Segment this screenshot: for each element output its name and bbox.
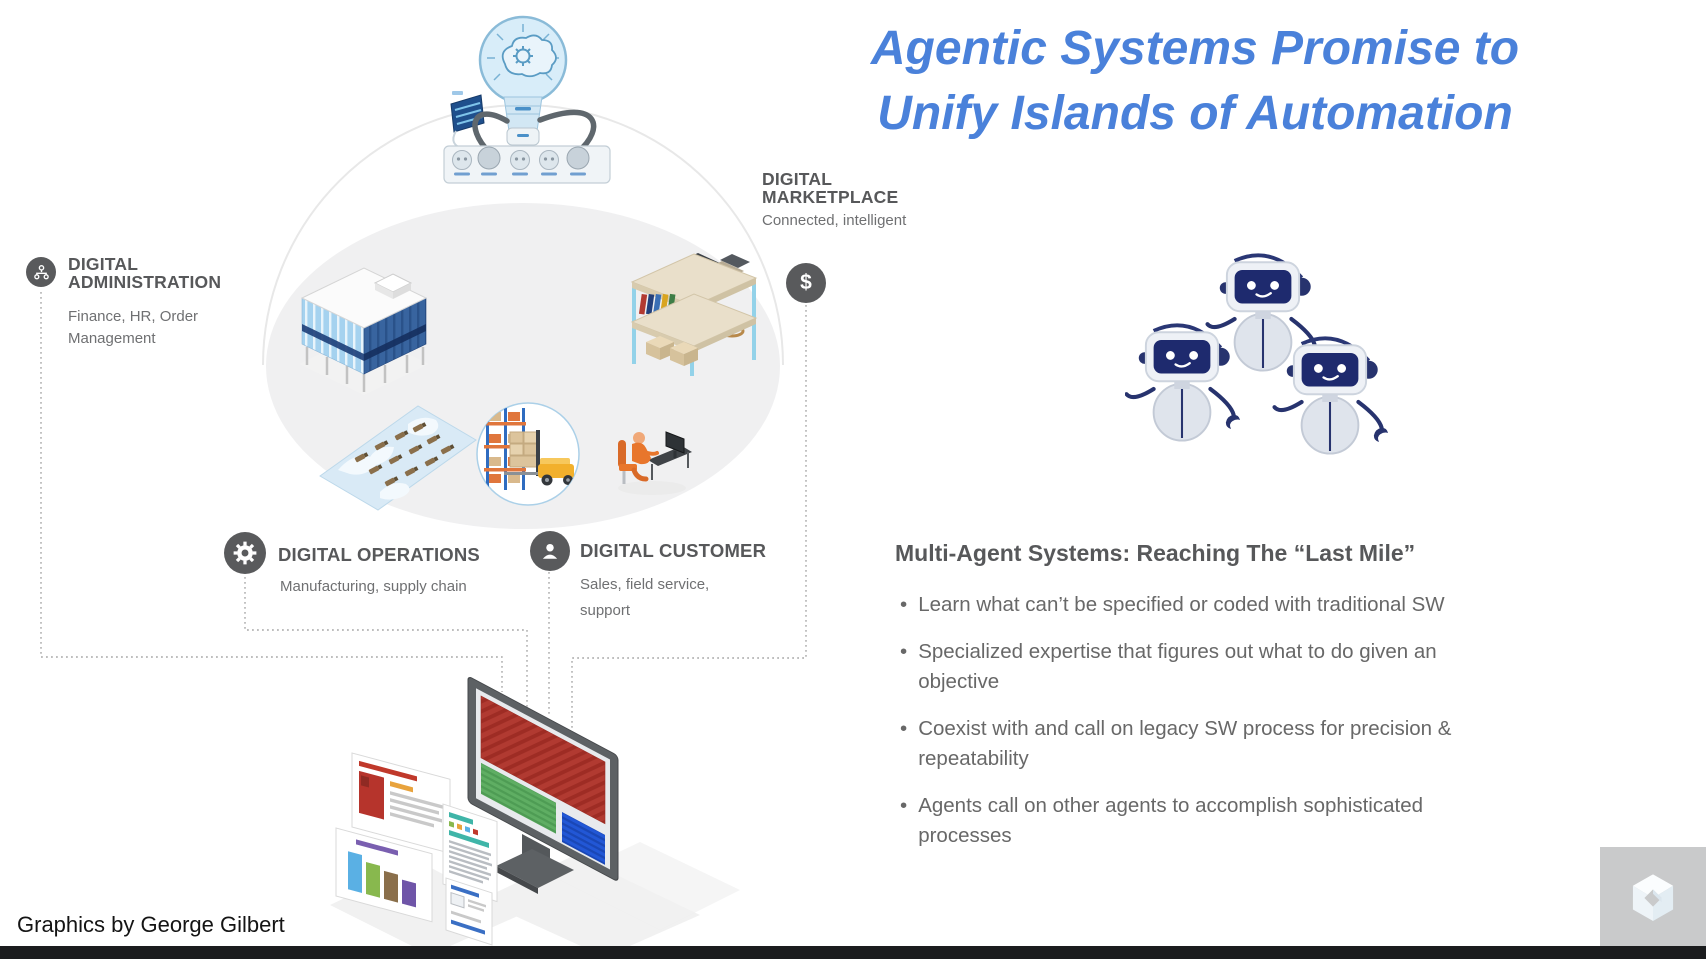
idea-lightbulb-brain-illustration [478,15,568,146]
gear-icon [224,532,266,574]
multi-agent-heading: Multi-Agent Systems: Reaching The “Last … [895,540,1416,566]
power-strip-illustration [443,109,611,184]
bottom-bar [0,946,1706,959]
connector-operations [244,577,528,707]
report-cards-illustration [335,752,498,946]
connector-marketplace [571,305,807,729]
islands-of-automation-diagram [40,15,807,957]
sublabel-digital-marketplace: Connected, intelligent [762,212,907,229]
label-digital-operations: DIGITAL OPERATIONS [278,544,480,565]
logistics-map-illustration [319,405,477,511]
office-building-illustration [299,267,429,395]
report-card-summary [351,752,451,854]
forklift [504,430,574,486]
warehouse-shelf-illustration [630,253,758,376]
person-icon [530,531,570,571]
dotted-connectors [40,292,807,729]
label-digital-customer: DIGITAL CUSTOMER [580,540,767,561]
bullet-item: • Learn what can’t be specified or coded… [900,590,1518,620]
report-card-bars [335,827,433,923]
three-robots-illustration [1125,245,1405,480]
outlets [452,146,590,176]
trucks [354,422,455,487]
slide-title-line1: Agentic Systems Promise to [870,22,1520,75]
multi-agent-bullet-list: • Learn what can’t be specified or coded… [900,590,1518,868]
gear-in-brain-icon [513,46,533,66]
cube-logo-badge [1600,847,1706,948]
label-digital-marketplace: DIGITAL MARKETPLACE [762,169,899,207]
cable-right [537,109,597,155]
bullet-marker: • [900,717,908,740]
bullet-text: Coexist with and call on legacy SW proce… [918,717,1452,770]
report-card-document [442,803,498,903]
bullet-text: Specialized expertise that figures out w… [918,640,1437,693]
label-digital-administration: DIGITAL ADMINISTRATION [68,254,222,292]
bullet-item: • Agents call on other agents to accompl… [900,791,1518,851]
screen-green-panel [481,762,556,834]
dollar-icon: $ [786,263,826,303]
slide-title: Agentic Systems Promise to Unify Islands… [850,16,1540,146]
robot-left [1127,325,1241,440]
forklift-warehouse-illustration [476,402,580,506]
bullet-item: • Coexist with and call on legacy SW pro… [900,714,1518,774]
sublabel-digital-operations: Manufacturing, supply chain [280,578,467,595]
bullet-marker: • [900,593,908,616]
bullet-item: • Specialized expertise that figures out… [900,637,1518,697]
bullet-text: Learn what can’t be specified or coded w… [918,593,1445,616]
boxes [646,336,698,366]
bullet-marker: • [900,640,908,663]
worker-at-desk-illustration [618,431,692,495]
bullet-marker: • [900,794,908,817]
sublabel-digital-administration: Finance, HR, Order Management [68,308,199,347]
slide-title-line2: Unify Islands of Automation [877,87,1513,140]
dashboard-monitor-illustration [467,677,619,894]
screen-red-panel [480,695,606,825]
connector-administration [40,292,503,692]
sublabel-digital-customer: Sales, field service, support [580,576,710,619]
cable-left [472,111,510,155]
bullet-text: Agents call on other agents to accomplis… [918,794,1424,847]
org-chart-icon [26,257,56,287]
screen-blue-panel [562,811,605,865]
robot-right [1275,338,1389,453]
cube-logo-icon [1632,873,1674,921]
graphics-credit: Graphics by George Gilbert [17,912,285,937]
report-card-small [445,877,493,946]
